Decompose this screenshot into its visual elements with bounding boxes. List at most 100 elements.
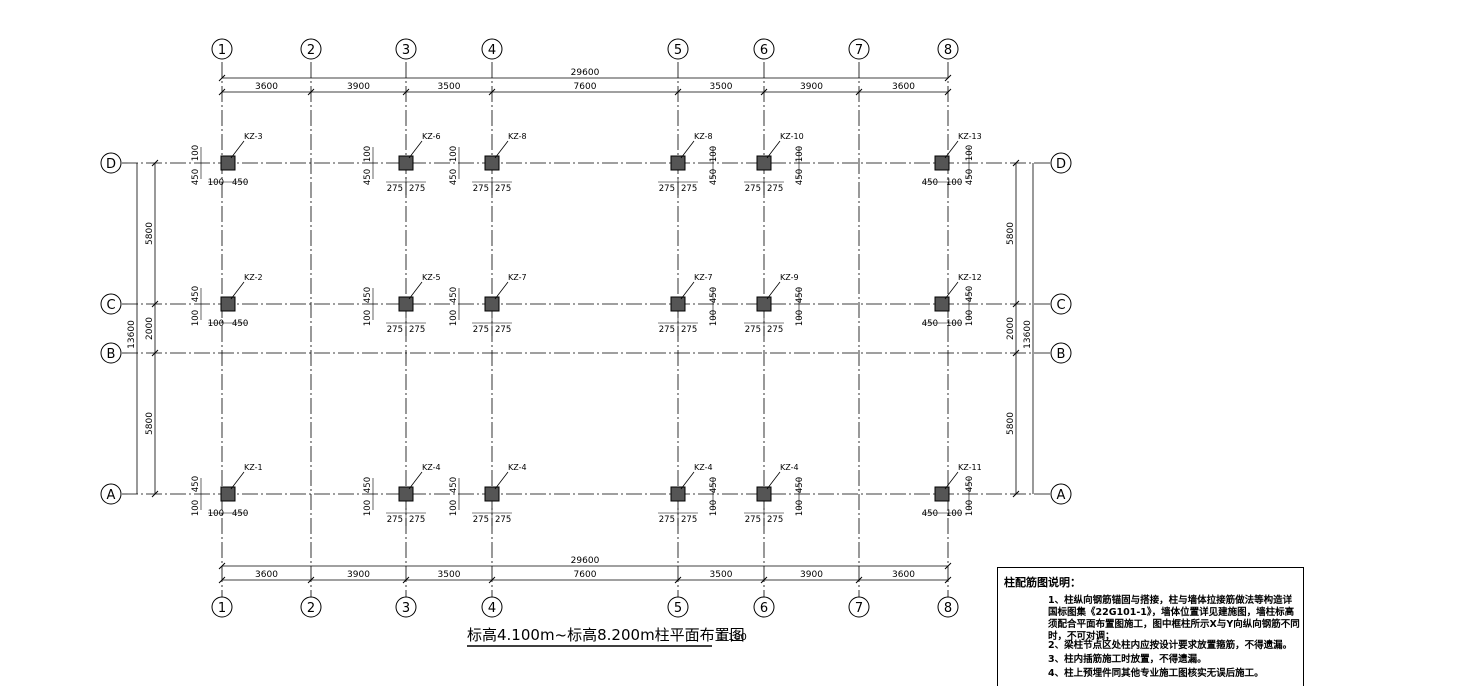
column-dim-v2-A-5: 100: [795, 500, 805, 516]
dim-tick-span-top-4: [674, 88, 682, 96]
column-tag-D-1: KZ-3: [244, 132, 263, 141]
column-dim-v1-D-3: 100: [449, 146, 459, 162]
column-tag-C-3: KZ-7: [508, 273, 527, 282]
axis-bubble-bottom-1-circle: [211, 596, 233, 618]
column-dim-v1-D-6: 100: [965, 145, 975, 161]
column-dim-h1-C-3: 275: [473, 325, 489, 335]
column-dim-v1-C-5: 450: [795, 287, 805, 303]
axis-bubble-top-8-circle: [937, 38, 959, 60]
dim-span-bottom-2: 3500: [438, 570, 461, 580]
dim-span-top-5: 3900: [800, 82, 823, 92]
column-dim-v1-A-5: 450: [795, 477, 805, 493]
column-C-4: [670, 296, 686, 312]
column-dim-h2-D-1: 450: [232, 178, 248, 188]
dim-tick-span-bottom-6: [855, 576, 863, 584]
column-leader-A-3: [494, 471, 509, 490]
dim-span-top-1: 3900: [347, 82, 370, 92]
column-leader-A-5: [766, 471, 781, 490]
column-dim-v2-C-1: 100: [191, 310, 201, 326]
column-leader-A-4: [680, 471, 695, 490]
column-dim-h2-D-2: 275: [409, 184, 425, 194]
column-dim-h2-A-6: 100: [946, 509, 962, 519]
column-dim-v1-A-4: 450: [709, 477, 719, 493]
dim-span-top-3: 7600: [574, 82, 597, 92]
column-D-2: [398, 155, 414, 171]
column-tag-A-5: KZ-4: [780, 463, 799, 472]
axis-bubble-left-B-circle: [100, 342, 122, 364]
dim-span-left-1: 2000: [145, 317, 155, 340]
column-dim-v2-C-5: 100: [795, 310, 805, 326]
column-dim-h1-A-1: 100: [208, 509, 224, 519]
column-dim-h1-D-6: 450: [922, 178, 938, 188]
column-dim-v1-C-2: 450: [363, 287, 373, 303]
axis-bubble-top-1-circle: [211, 38, 233, 60]
column-dim-v2-A-3: 100: [449, 500, 459, 516]
axis-bubble-top-4-circle: [481, 38, 503, 60]
drawing-title-block: 标高4.100m~标高8.200m柱平面布置图 1:100: [467, 626, 747, 647]
dim-tick-span-bottom-7: [944, 576, 952, 584]
column-dim-v1-C-1: 450: [191, 286, 201, 302]
axis-bubble-top-4-label: 4: [488, 43, 496, 58]
dim-span-left-2: 5800: [145, 412, 155, 435]
column-dim-v1-A-1: 450: [191, 476, 201, 492]
column-dim-v2-D-4: 450: [709, 169, 719, 185]
dim-tick-span-top-1: [307, 88, 315, 96]
note-item-3: 3、柱内插筋施工时放置，不得遗漏。: [1048, 654, 1207, 665]
column-dim-h2-C-3: 275: [495, 325, 511, 335]
column-dim-v2-C-6: 100: [965, 310, 975, 326]
axis-bubble-bottom-4-label: 4: [488, 601, 496, 616]
column-dim-h2-D-4: 275: [681, 184, 697, 194]
column-dim-h1-D-1: 100: [208, 178, 224, 188]
axis-bubble-bottom-8-circle: [937, 596, 959, 618]
column-dim-h1-C-6: 450: [922, 319, 938, 329]
dim-span-bottom-3: 7600: [574, 570, 597, 580]
dim-tick-span-bottom-2: [402, 576, 410, 584]
column-tag-A-2: KZ-4: [422, 463, 441, 472]
column-dim-h1-C-1: 100: [208, 319, 224, 329]
dim-span-right-0: 5800: [1006, 222, 1016, 245]
dim-tick-span-top-7: [944, 88, 952, 96]
column-dim-h1-C-2: 275: [387, 325, 403, 335]
dim-tick-span-right-2: [1012, 349, 1020, 357]
axis-bubble-left-B-label: B: [107, 347, 116, 362]
axis-bubble-top-6-label: 6: [760, 43, 768, 58]
column-leader-D-6: [944, 140, 959, 159]
axis-bubble-top-7-label: 7: [855, 43, 863, 58]
dim-tick-total-start-top: [218, 74, 226, 82]
axis-bubble-top-5-circle: [667, 38, 689, 60]
column-leader-A-6: [944, 471, 959, 490]
column-dim-v1-D-1: 100: [191, 145, 201, 161]
column-dim-h1-D-5: 275: [745, 184, 761, 194]
axis-bubble-right-A-circle: [1050, 483, 1072, 505]
column-tag-C-5: KZ-9: [780, 273, 799, 282]
dim-span-top-4: 3500: [710, 82, 733, 92]
column-dim-h2-A-3: 275: [495, 515, 511, 525]
column-dim-h1-A-5: 275: [745, 515, 761, 525]
axis-bubble-left-C-label: C: [106, 298, 115, 313]
drawing-title: 标高4.100m~标高8.200m柱平面布置图: [467, 626, 745, 644]
dim-tick-span-bottom-0: [218, 576, 226, 584]
column-dim-v1-A-6: 450: [965, 476, 975, 492]
column-A-1: [220, 486, 236, 502]
column-C-2: [398, 296, 414, 312]
column-leader-D-5: [766, 140, 781, 159]
column-dim-v1-A-2: 450: [363, 477, 373, 493]
column-C-3: [484, 296, 500, 312]
column-dim-v2-C-4: 100: [709, 310, 719, 326]
dim-span-bottom-1: 3900: [347, 570, 370, 580]
column-dim-h2-C-5: 275: [767, 325, 783, 335]
dim-span-top-2: 3500: [438, 82, 461, 92]
dim-tick-total-end-bottom: [944, 562, 952, 570]
column-tag-D-2: KZ-6: [422, 132, 441, 141]
column-tag-D-4: KZ-8: [694, 132, 713, 141]
column-D-6: [934, 155, 950, 171]
axis-bubble-bottom-2-label: 2: [307, 601, 315, 616]
columns: KZ-3 100 450 100 450 KZ-6 100 450 275 275 KZ-8 100 4…: [191, 132, 982, 526]
column-dim-h2-C-1: 450: [232, 319, 248, 329]
column-dim-v2-D-2: 450: [363, 169, 373, 185]
dim-tick-span-right-0: [1012, 159, 1020, 167]
dim-total-bottom: 29600: [571, 556, 600, 566]
column-tag-C-4: KZ-7: [694, 273, 713, 282]
column-dim-v1-C-6: 450: [965, 286, 975, 302]
dim-tick-span-bottom-3: [488, 576, 496, 584]
